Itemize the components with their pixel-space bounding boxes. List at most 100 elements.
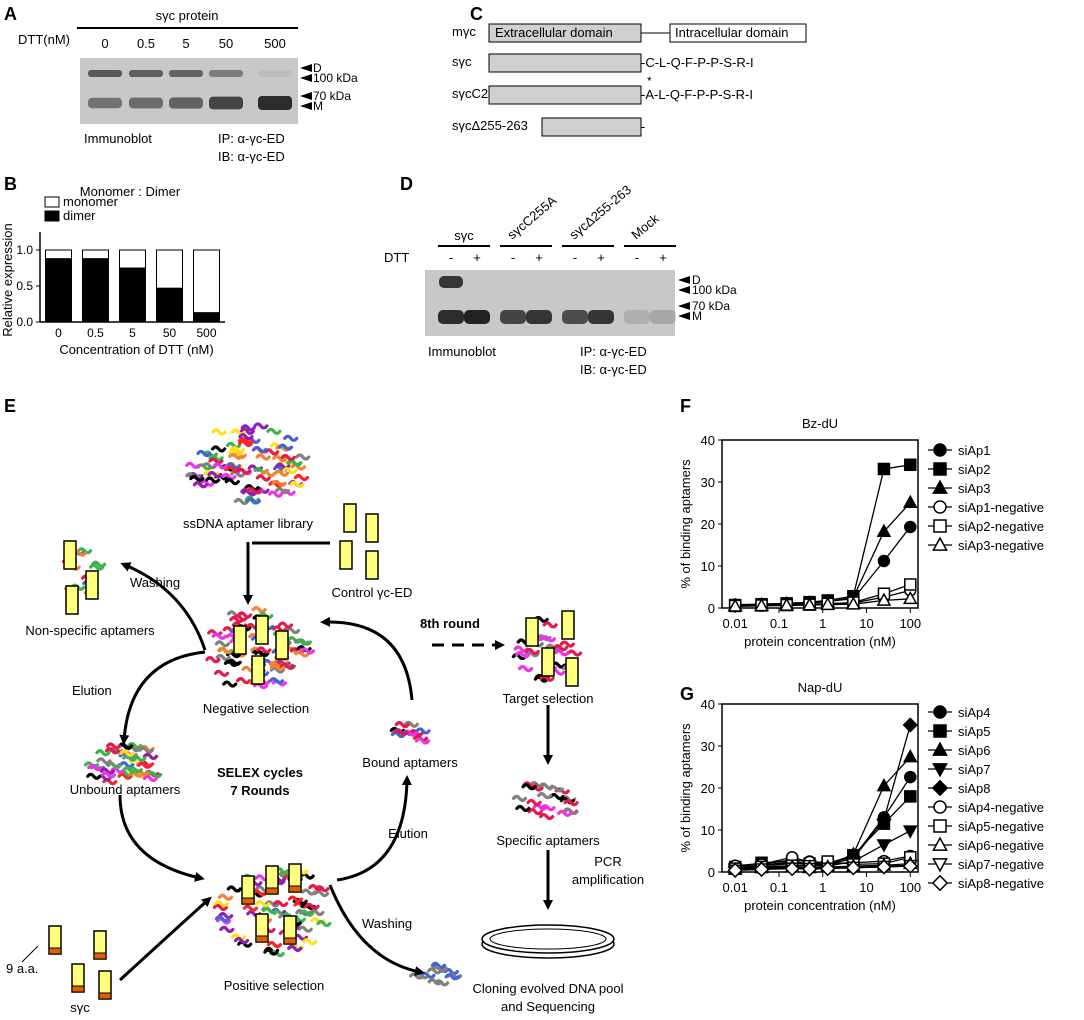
- chart-f-point-siAp3-negative: [902, 590, 918, 605]
- negative-aptamer: [299, 647, 316, 655]
- target-aptamer: [566, 649, 583, 657]
- chart-b-xlabel: Concentration of DTT (nM): [59, 342, 213, 357]
- chart-f-point-siAp2: [904, 458, 917, 472]
- library-aptamer: [224, 478, 240, 486]
- chart-b-bar-monomer: [119, 249, 146, 269]
- chart-f-point-siAp3-negative: [802, 597, 817, 611]
- library-aptamer: [287, 459, 303, 467]
- unbound-aptamer: [87, 764, 103, 772]
- chart-g-point-siAp8-negative: [902, 858, 918, 874]
- chart-g-legend-marker-siAp6-negative: [932, 836, 948, 851]
- arrow-bound-to-negative: [320, 616, 414, 701]
- panel-d-dimer-band-0: [439, 276, 463, 288]
- panel-d-sign-1: +: [473, 250, 481, 265]
- chart-g-point-siAp6: [876, 778, 892, 792]
- positive-aptamer: [309, 908, 325, 917]
- negative-protein-body: [251, 655, 265, 685]
- panel-d-marker-arrow-2: [678, 302, 690, 310]
- library-aptamer: [221, 472, 237, 481]
- negative-protein-body: [233, 625, 247, 655]
- sgc-protein-tag: [98, 992, 112, 1000]
- specific-aptamer: [549, 792, 565, 801]
- chart-g-xtick-label: 100: [899, 880, 921, 895]
- unbound-aptamer: [147, 771, 163, 779]
- target-aptamer: [552, 644, 569, 652]
- specific-aptamer: [539, 813, 555, 821]
- positive-aptamer: [217, 893, 234, 901]
- panel-d-monomer-band-1: [464, 310, 490, 324]
- unbound-aptamer: [110, 766, 126, 775]
- library-aptamer: [260, 470, 276, 478]
- chart-f-xtick-label: 1: [819, 616, 826, 631]
- delta-sequence: -: [641, 119, 645, 134]
- chart-f-point-siAp1: [877, 554, 891, 568]
- positive-aptamer: [299, 909, 315, 917]
- library-aptamer: [255, 453, 271, 461]
- negative-aptamer: [294, 650, 310, 658]
- nonspecific-protein: [63, 540, 77, 570]
- chart-b-legend-monomer: monomer: [63, 194, 119, 209]
- panel-d-monomer-band-2: [500, 310, 526, 324]
- library-aptamer: [233, 497, 250, 506]
- chart-g-point-siAp4: [904, 770, 917, 784]
- negative-aptamer: [213, 669, 230, 677]
- chart-f-xtick-label: 100: [899, 616, 921, 631]
- specific-aptamer: [515, 804, 531, 813]
- chart-g-legend-marker-siAp4-negative: [933, 800, 947, 814]
- chart-f-legend-marker-siAp3-negative: [932, 536, 948, 551]
- control-protein-body: [365, 550, 379, 580]
- unbound-aptamer: [117, 772, 133, 780]
- chart-f-xtick-label: 10: [859, 616, 873, 631]
- sgc-protein-tag: [48, 947, 62, 955]
- chart-b-bar-monomer: [193, 249, 220, 314]
- bound-aptamer: [414, 737, 431, 745]
- positive-aptamer: [214, 915, 231, 923]
- washing-out-aptamer: [427, 967, 443, 975]
- chart-g-point-siAp8: [876, 811, 892, 828]
- chart-f-legend-marker-siAp3: [932, 479, 948, 494]
- negative-aptamer: [236, 677, 252, 685]
- chart-f-legend-siAp1-negative: siAp1-negative: [958, 500, 1044, 515]
- control-protein: [343, 503, 357, 533]
- negative-aptamer: [268, 677, 285, 685]
- washing-out-aptamer: [427, 978, 443, 986]
- sgc-protein: [98, 970, 112, 1000]
- negative-aptamer: [211, 632, 227, 640]
- chart-g-xtick-label: 0.01: [723, 880, 748, 895]
- positive-aptamer: [301, 888, 317, 896]
- library-aptamer: [238, 433, 254, 441]
- chart-b-legend-swatch-dimer: [44, 210, 60, 222]
- negative-aptamer: [269, 663, 286, 672]
- panel-a-marker-arrow-0: [300, 64, 312, 72]
- panel-a-dimer-band-0: [88, 70, 122, 77]
- negative-aptamer: [296, 638, 312, 646]
- label-negative: Negative selection: [203, 701, 309, 716]
- chart-b-bar-dimer: [193, 312, 220, 323]
- library-aptamer: [238, 439, 254, 447]
- panel-a-marker-0: D: [313, 61, 322, 75]
- chart-g-title: Nap-dU: [798, 680, 843, 695]
- positive-aptamer: [252, 889, 268, 897]
- chart-g-ylabel: % of binding aptamers: [678, 723, 693, 853]
- label-elution-right: Elution: [388, 826, 428, 841]
- chart-b-category: 0.5: [87, 326, 104, 340]
- specific-aptamer: [527, 808, 543, 816]
- chart-f-point-siAp3-negative: [846, 596, 861, 610]
- chart-g-point-siAp5: [904, 790, 917, 803]
- nonspecific-protein: [65, 585, 79, 615]
- label-target: Target selection: [502, 691, 593, 706]
- panel-letter-a: A: [4, 4, 17, 24]
- negative-protein: [233, 625, 247, 655]
- unbound-aptamer: [105, 742, 122, 750]
- positive-aptamer: [297, 925, 313, 933]
- chart-b-title: Monomer : Dimer: [80, 184, 181, 199]
- panel-a-marker-3: M: [313, 99, 323, 113]
- chart-g-point-siAp7: [876, 839, 892, 853]
- label-eighth-round: 8th round: [420, 616, 480, 631]
- arrow-positive-to-bound: [336, 775, 412, 882]
- chart-g-point-siAp8-negative: [820, 860, 836, 877]
- panel-d-monomer-band-7: [650, 310, 676, 324]
- target-protein: [525, 617, 539, 647]
- chart-f-xlabel: protein concentration (nM): [744, 634, 896, 649]
